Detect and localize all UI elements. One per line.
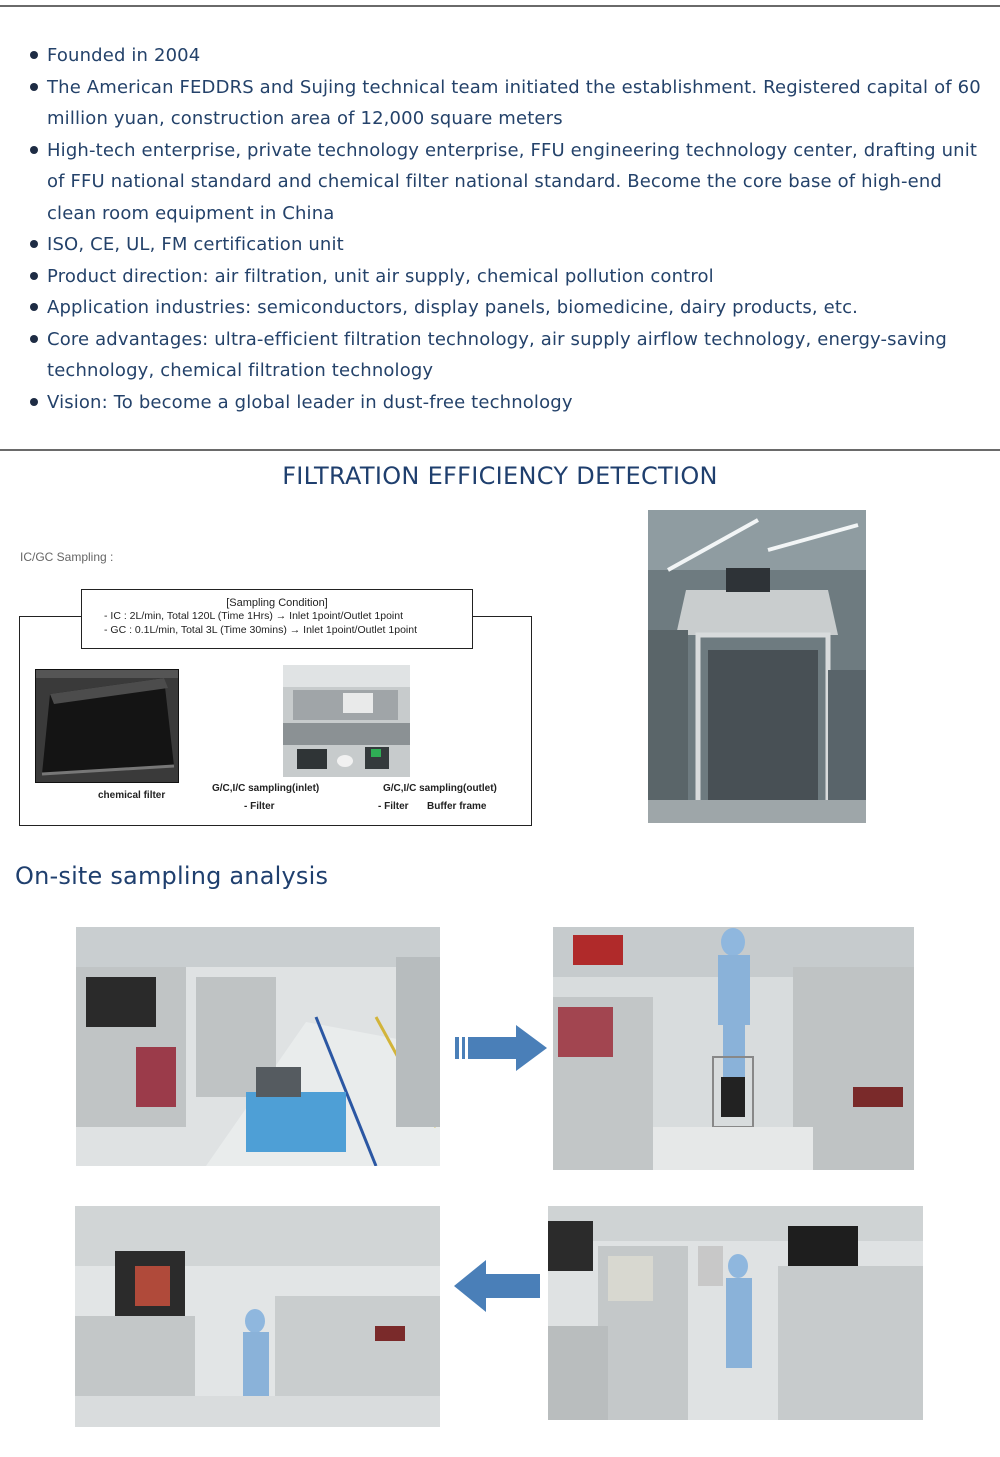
test-cabinet-photo [648,510,866,823]
label-buffer-frame: Buffer frame [427,801,487,812]
onsite-title: On-site sampling analysis [15,862,329,890]
top-rule [0,5,1000,7]
onsite-photo-2 [553,927,914,1170]
label-inlet: G/C,I/C sampling(inlet) [212,783,320,794]
list-item: Founded in 2004 [30,40,995,72]
list-item: High-tech enterprise, private technology… [30,135,995,230]
label-outlet-sub: - Filter [378,801,409,812]
condition-line-ic: - IC : 2L/min, Total 120L (Time 1Hrs) → … [104,610,403,622]
list-item: Core advantages: ultra-efficient filtrat… [30,324,995,387]
label-outlet: G/C,I/C sampling(outlet) [383,783,497,794]
company-facts-list: Founded in 2004 The American FEDDRS and … [30,40,995,418]
bullet-icon [30,51,38,59]
onsite-photo-1 [76,927,440,1166]
list-item: The American FEDDRS and Sujing technical… [30,72,995,135]
sampling-condition-box: [Sampling Condition] - IC : 2L/min, Tota… [81,589,473,649]
list-item: Product direction: air filtration, unit … [30,261,995,293]
section-rule [0,449,1000,451]
bullet-icon [30,397,38,406]
arrow-right-icon [455,1025,547,1071]
bullet-icon [30,82,38,91]
diagram-caption: IC/GC Sampling : [20,550,114,564]
arrow-left-icon [454,1260,540,1312]
sampling-equipment-photo [283,665,410,777]
list-item: ISO, CE, UL, FM certification unit [30,229,995,261]
bullet-icon [30,271,38,280]
condition-line-gc: - GC : 0.1L/min, Total 3L (Time 30mins) … [104,624,418,636]
detection-title: FILTRATION EFFICIENCY DETECTION [282,462,718,490]
onsite-photo-3 [548,1206,923,1420]
chemical-filter-photo [35,669,179,783]
bullet-icon [30,240,38,248]
list-item: Application industries: semiconductors, … [30,292,995,324]
bullet-icon [30,334,38,343]
onsite-photo-4 [75,1206,440,1427]
condition-title: [Sampling Condition] [226,597,328,609]
bullet-icon [30,303,38,311]
bullet-icon [30,145,38,154]
label-chemical-filter: chemical filter [98,790,166,801]
list-item: Vision: To become a global leader in dus… [30,387,995,419]
label-inlet-sub: - Filter [244,801,275,812]
